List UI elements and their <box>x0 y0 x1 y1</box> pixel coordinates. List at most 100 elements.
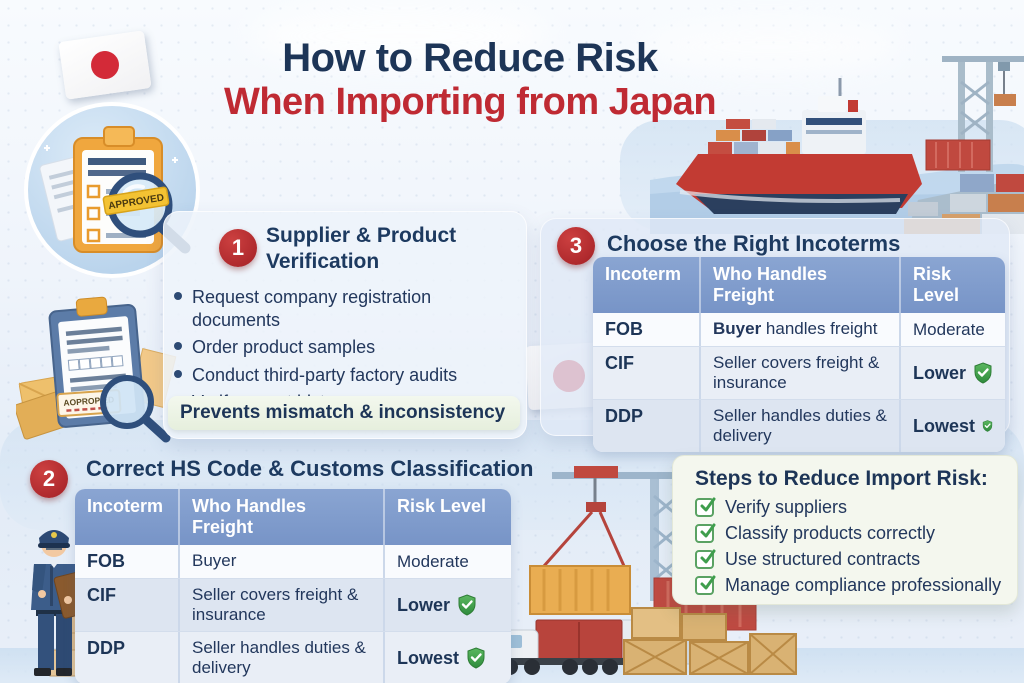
checklist-label: Classify products correctly <box>725 523 936 543</box>
table-row: FOB Buyer handles freight Moderate <box>593 313 1005 346</box>
section-supplier-verification: 1 Supplier & Product Verification Reques… <box>163 211 527 439</box>
checklist-item: Classify products correctly <box>673 521 1017 547</box>
section-title: Correct HS Code & Customs Classification <box>86 456 534 481</box>
risk-cell: Lowest <box>385 632 511 683</box>
checklist-item: Manage compliance professionally <box>673 573 1017 599</box>
japan-flag-icon <box>58 30 152 100</box>
wooden-crates <box>623 607 797 675</box>
list-item: Request company registration documents <box>174 286 522 331</box>
hanging-container <box>529 565 631 615</box>
risk-label: Lowest <box>913 415 976 436</box>
steps-summary-box: Steps to Reduce Import Risk: Verify supp… <box>672 455 1018 605</box>
freight-cell: Seller covers freight & insurance <box>701 347 901 399</box>
shield-check-icon <box>982 420 993 432</box>
risk-cell: Lower <box>385 579 511 631</box>
risk-label: Moderate <box>397 551 469 571</box>
checkbox-checked-icon <box>695 575 716 595</box>
flag-sun-disc <box>89 49 121 81</box>
freight-cell: Seller handles duties & delivery <box>180 632 385 683</box>
column-header: Who Handles Freight <box>180 489 385 545</box>
deck-containers <box>708 119 800 154</box>
checklist-item: Verify suppliers <box>673 495 1017 521</box>
badge-number: 1 <box>231 235 245 260</box>
incoterm-cell: FOB <box>593 313 701 346</box>
incoterm-cell: DDP <box>75 632 180 683</box>
title-line-1: How to Reduce Risk <box>282 36 658 80</box>
cargo-ship <box>676 78 922 214</box>
freight-rest: handles freight <box>761 319 878 338</box>
shield-check-icon <box>467 647 485 669</box>
table-header-row: Incoterm Who Handles Freight Risk Level <box>75 489 511 545</box>
risk-label: Lowest <box>397 647 460 668</box>
steps-title: Steps to Reduce Import Risk: <box>695 467 988 490</box>
cloud-shape <box>640 20 900 74</box>
risk-label: Moderate <box>913 319 985 339</box>
freight-cell: Seller covers freight & insurance <box>180 579 385 631</box>
cargo-ship-illustration <box>650 56 1024 234</box>
approved-clipboard-illustration: APPROVED <box>24 102 200 278</box>
freight-cell: Seller handles duties & delivery <box>701 400 901 452</box>
list-item: Conduct third-party factory audits <box>174 364 522 387</box>
bullet-text: Order product samples <box>192 337 376 357</box>
incoterm-cell: FOB <box>75 545 180 578</box>
port-crane-illustration <box>494 464 797 675</box>
bullet-text: Conduct third-party factory audits <box>192 364 458 385</box>
magnifier-icon <box>100 375 171 443</box>
incoterm-cell: CIF <box>75 579 180 631</box>
freight-rest: Seller handles duties & delivery <box>713 406 887 445</box>
incoterms-table: Incoterm Who Handles Freight Risk Level … <box>593 257 1005 452</box>
table-row: DDP Seller handles duties & delivery Low… <box>75 631 511 683</box>
page-title: How to Reduce Risk When Importing from J… <box>150 36 790 126</box>
freight-rest: Seller covers freight & insurance <box>713 353 880 392</box>
risk-label: Lower <box>913 362 967 383</box>
bullet-text: Request company registration documents <box>192 287 432 330</box>
freight-cell: Buyer handles freight <box>701 313 901 346</box>
crane-hook-cables <box>542 478 626 567</box>
table-row: CIF Seller covers freight & insurance Lo… <box>75 578 511 631</box>
checklist-item: Use structured contracts <box>673 547 1017 573</box>
delivery-truck-icon <box>494 619 626 675</box>
checklist-label: Manage compliance professionally <box>725 575 1002 595</box>
shield-check-icon <box>458 594 476 616</box>
checkbox-checked-icon <box>695 497 716 517</box>
risk-label: Lower <box>397 594 451 615</box>
column-header: Who Handles Freight <box>701 257 901 313</box>
column-header: Risk Level <box>913 264 960 305</box>
checklist-label: Verify suppliers <box>725 497 848 517</box>
badge-number: 3 <box>569 233 583 258</box>
highlight-note: Prevents mismatch & inconsistency <box>168 396 520 430</box>
checkbox-checked-icon <box>695 549 716 569</box>
section-number-badge: 3 <box>557 227 595 265</box>
incoterm-cell: CIF <box>593 347 701 399</box>
approved-stamp: APPROVED <box>102 186 170 216</box>
freight-cell: Buyer <box>180 545 385 578</box>
table-row: FOB Buyer Moderate <box>75 545 511 578</box>
risk-cell: Moderate <box>385 545 511 578</box>
risk-cell: Moderate <box>901 313 1005 346</box>
badge-number: 2 <box>42 466 56 491</box>
table-header-row: Incoterm Who Handles Freight Risk Level <box>593 257 1005 313</box>
column-header: Incoterm <box>593 257 701 313</box>
cloud-shape <box>250 6 550 66</box>
documents-review-illustration: AOPROP ED <box>16 296 177 443</box>
section-title: Choose the Right Incoterms <box>607 231 901 256</box>
red-container <box>925 139 991 171</box>
title-line-2: When Importing from Japan <box>223 81 717 123</box>
section-number-badge: 2 <box>30 460 68 498</box>
section-incoterms: 3 Choose the Right Incoterms Incoterm Wh… <box>540 218 1010 452</box>
bullet-dot <box>174 369 182 378</box>
checklist-label: Use structured contracts <box>725 549 921 569</box>
section-title: Supplier & Product Verification <box>266 224 457 273</box>
freight-bold: Buyer <box>713 319 762 338</box>
incoterm-cell: DDP <box>593 400 701 452</box>
table-row: CIF Seller covers freight & insurance Lo… <box>593 346 1005 399</box>
section-number-badge: 1 <box>219 229 257 267</box>
shield-check-icon <box>974 362 992 384</box>
gantry-crane-icon <box>942 56 1024 172</box>
bullet-dot <box>174 292 182 300</box>
hs-code-table: Incoterm Who Handles Freight Risk Level … <box>75 489 511 683</box>
list-item: Order product samples <box>174 336 522 359</box>
column-header: Incoterm <box>75 489 180 545</box>
bullet-dot <box>174 342 182 350</box>
